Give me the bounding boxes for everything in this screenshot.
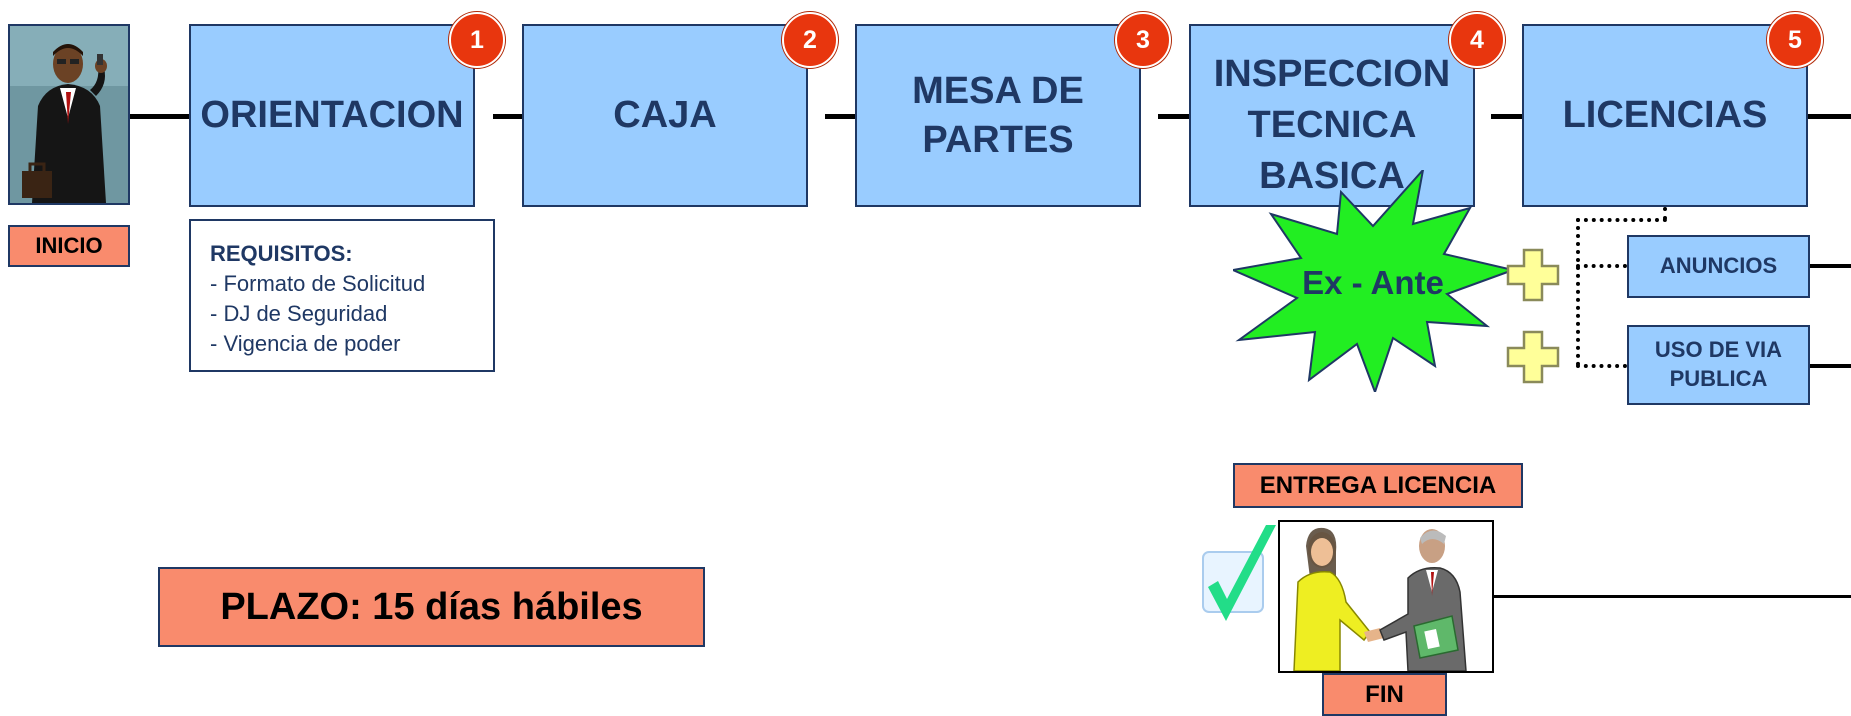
sub-license-uso-de-via-publica: USO DE VIA PUBLICA [1627, 325, 1810, 405]
step-orientacion: ORIENTACION [189, 24, 475, 207]
connector-line [1808, 114, 1851, 119]
dotted-connector [1576, 264, 1627, 268]
step-label: MESA DE PARTES [912, 69, 1084, 161]
step-number-badge: 5 [1767, 12, 1823, 68]
connector-line [1492, 595, 1851, 598]
step-licencias: LICENCIAS [1522, 24, 1808, 207]
sub-license-anuncios: ANUNCIOS [1627, 235, 1810, 298]
deadline-text: PLAZO: 15 días hábiles [220, 585, 643, 628]
connector-line [825, 114, 858, 119]
dotted-connector [1576, 218, 1580, 366]
connector-line [1491, 114, 1524, 119]
handshake-picture [1278, 520, 1494, 673]
step-mesa-de-partes: MESA DE PARTES [855, 24, 1141, 207]
businessman-phone-icon [10, 26, 128, 203]
step-caja: CAJA [522, 24, 808, 207]
step-number-badge: 3 [1115, 12, 1171, 68]
plus-icon [1506, 330, 1560, 384]
step-number: 1 [470, 25, 484, 54]
dotted-connector [1663, 207, 1667, 220]
step-number-badge: 2 [782, 12, 838, 68]
requirement-item: - DJ de Seguridad [210, 301, 388, 326]
step-number: 2 [803, 25, 817, 54]
requirement-item: - Vigencia de poder [210, 331, 401, 356]
connector-line [130, 114, 191, 119]
end-label-text: FIN [1365, 680, 1404, 708]
step-inspeccion-tecnica-basica: INSPECCION TECNICA BASICA [1189, 24, 1475, 207]
requirements-box: REQUISITOS: - Formato de Solicitud - DJ … [189, 219, 495, 372]
step-label: INSPECCION TECNICA BASICA [1213, 52, 1451, 198]
step-number: 3 [1136, 25, 1150, 54]
businessman-picture [8, 24, 130, 205]
starburst-shape [1233, 170, 1513, 392]
step-number: 5 [1788, 25, 1802, 54]
step-label: ORIENTACION [200, 94, 464, 137]
step-label: CAJA [613, 94, 717, 137]
step-number-badge: 1 [449, 12, 505, 68]
sub-license-label: USO DE VIA PUBLICA [1654, 337, 1783, 391]
ex-ante-label: Ex - Ante [1302, 264, 1444, 301]
deadline-box: PLAZO: 15 días hábiles [158, 567, 705, 647]
ex-ante-burst: Ex - Ante [1233, 170, 1513, 392]
handshake-icon [1293, 527, 1467, 671]
step-label: LICENCIAS [1562, 94, 1768, 137]
connector-line [1808, 364, 1851, 368]
start-label: INICIO [8, 225, 130, 267]
connector-line [1808, 264, 1851, 268]
connector-line [493, 114, 525, 119]
dotted-connector [1576, 364, 1627, 368]
step-number-badge: 4 [1449, 12, 1505, 68]
connector-line [1158, 114, 1192, 119]
checkmark-icon [1200, 525, 1280, 625]
dotted-connector [1576, 218, 1667, 222]
end-label: FIN [1322, 673, 1447, 716]
step-number: 4 [1470, 25, 1484, 54]
delivery-label-text: ENTREGA LICENCIA [1259, 471, 1497, 499]
requirement-item: - Formato de Solicitud [210, 271, 426, 296]
delivery-label: ENTREGA LICENCIA [1233, 463, 1523, 508]
sub-license-label: ANUNCIOS [1659, 253, 1778, 279]
plus-icon [1506, 248, 1560, 302]
requirements-title: REQUISITOS: [210, 241, 353, 266]
start-label-text: INICIO [35, 233, 103, 258]
